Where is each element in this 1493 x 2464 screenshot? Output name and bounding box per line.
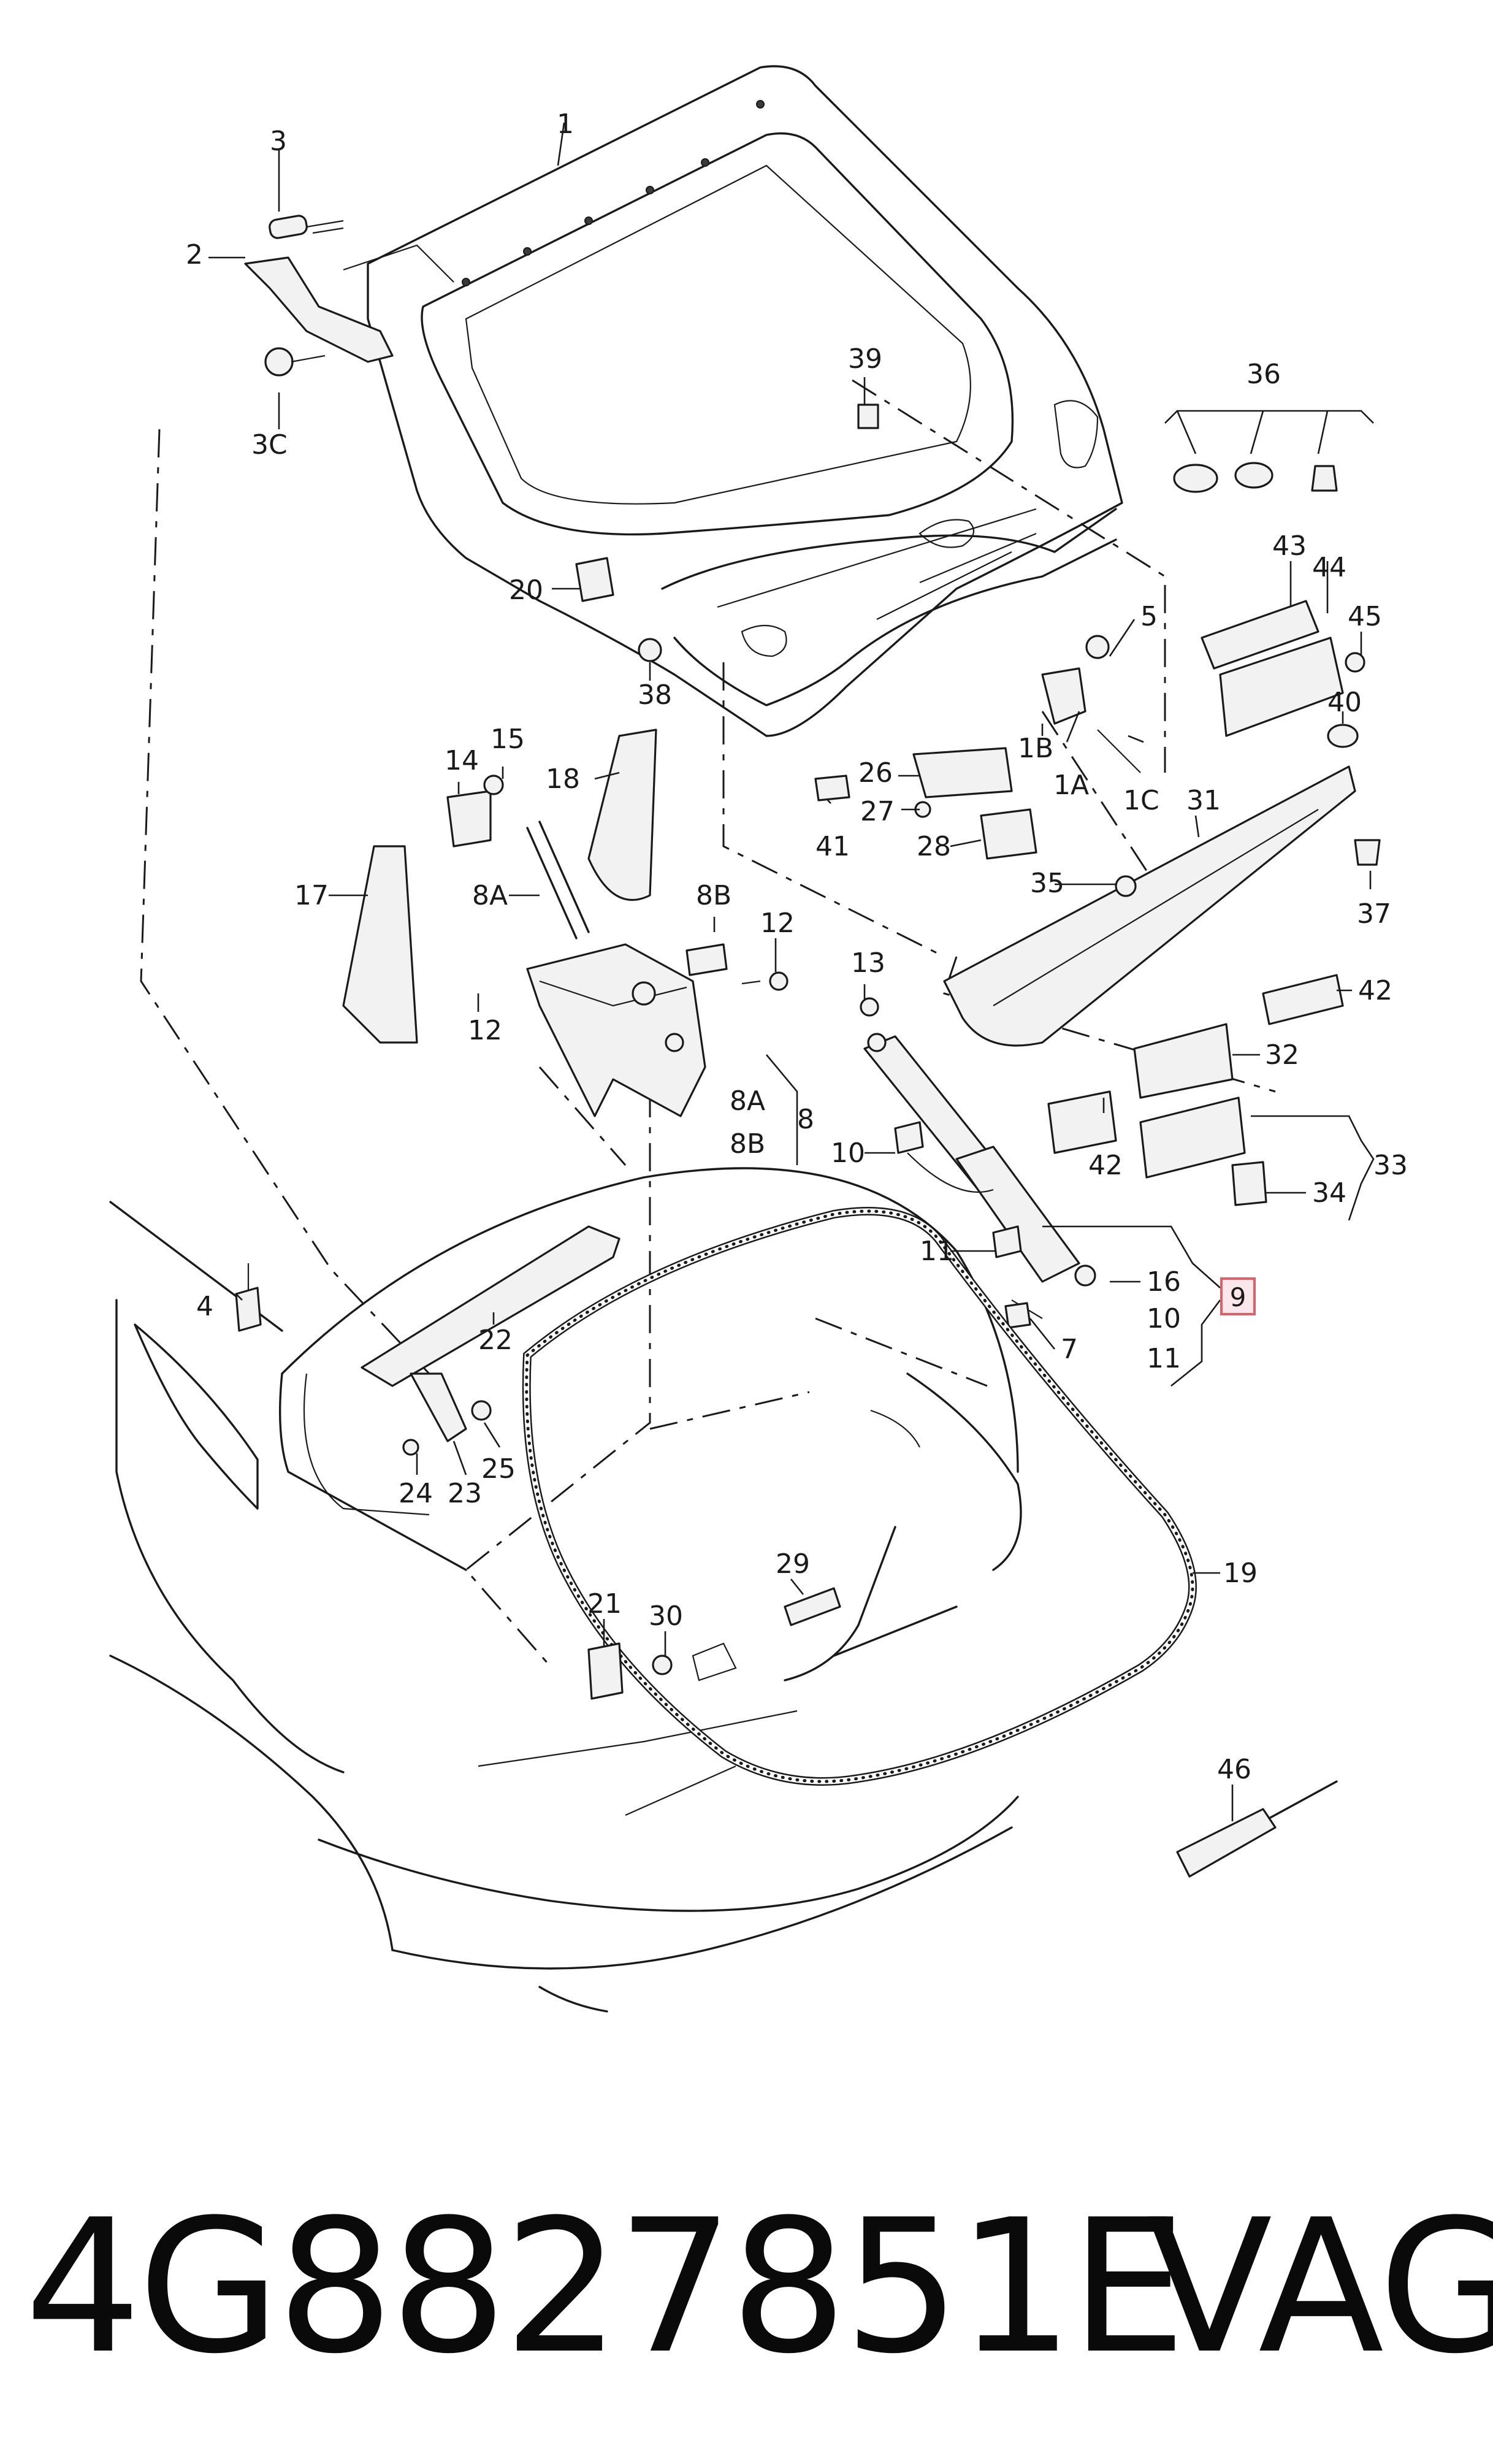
lock-assembly (814, 635, 1141, 860)
callout-44: 44 (1312, 552, 1346, 583)
callout-40: 40 (1327, 687, 1362, 718)
callout-45: 45 (1348, 601, 1382, 632)
callout-38: 38 (638, 679, 672, 711)
stop-buffer-20 (575, 557, 614, 602)
gas-strut-9 (860, 997, 1221, 1387)
part-number-caption: 4G8827851E (25, 2180, 1186, 2394)
callout-1A: 1A (1053, 770, 1089, 801)
switches (1047, 974, 1375, 1221)
callout-18: 18 (546, 763, 580, 795)
callout-11-upper: 11 (920, 1236, 954, 1267)
callout-26: 26 (858, 757, 893, 789)
callout-8B-group: 8B (730, 1128, 765, 1160)
callout-3: 3 (270, 126, 287, 157)
fastener-set-36 (1164, 410, 1374, 493)
callout-5: 5 (1140, 601, 1158, 632)
callout-24: 24 (399, 1478, 433, 1509)
clip-37 (1354, 839, 1381, 866)
callout-leaders (208, 122, 1372, 1656)
tool-46 (1176, 1780, 1338, 1878)
callout-25: 25 (481, 1453, 516, 1485)
callout-29: 29 (776, 1548, 810, 1580)
callout-33: 33 (1373, 1150, 1408, 1181)
callout-8: 8 (797, 1104, 814, 1135)
callout-10-upper: 10 (831, 1138, 865, 1169)
callout-35: 35 (1030, 868, 1064, 899)
fastener-39 (857, 404, 879, 429)
callout-3C: 3C (251, 429, 288, 461)
brand-caption: VAG (1147, 2180, 1493, 2394)
callout-43: 43 (1272, 530, 1307, 562)
callout-28: 28 (917, 831, 951, 862)
callout-1B: 1B (1018, 733, 1053, 764)
car-body (109, 1167, 1022, 2013)
callout-27: 27 (860, 796, 895, 827)
callout-1C: 1C (1123, 785, 1159, 816)
callout-2: 2 (186, 239, 203, 270)
callout-15: 15 (491, 724, 525, 755)
bolt-38 (638, 638, 662, 662)
callout-12-left: 12 (468, 1015, 502, 1046)
callout-labels: 3 2 1 3C 39 36 20 43 44 45 5 38 40 1B 1A… (186, 109, 1408, 1785)
callout-12-right: 12 (760, 908, 795, 939)
callout-8A: 8A (472, 880, 508, 911)
callout-22: 22 (478, 1325, 513, 1356)
callout-13: 13 (851, 947, 885, 979)
assembly-dash-lines (140, 379, 1276, 1669)
callout-42-left: 42 (1088, 1150, 1123, 1181)
callout-4: 4 (196, 1291, 213, 1322)
callout-34: 34 (1312, 1177, 1346, 1209)
striker-parts (587, 1587, 841, 1700)
callout-16: 16 (1147, 1266, 1181, 1298)
callout-8B: 8B (696, 880, 731, 911)
door-seal-19 (522, 1207, 1197, 1786)
plate-housing (1201, 600, 1365, 748)
callout-7: 7 (1061, 1334, 1078, 1365)
callout-39: 39 (848, 343, 882, 375)
callout-19: 19 (1223, 1558, 1258, 1589)
callout-31: 31 (1186, 785, 1221, 816)
tailgate-panel (367, 65, 1123, 737)
hinge-bracket-8 (526, 821, 789, 1117)
callout-17: 17 (294, 880, 329, 911)
callout-20: 20 (509, 575, 543, 606)
bumper-trim-31 (943, 765, 1356, 1047)
callout-30: 30 (649, 1601, 683, 1632)
callout-37: 37 (1357, 898, 1391, 930)
callout-32: 32 (1265, 1039, 1299, 1071)
callout-1: 1 (557, 109, 574, 140)
callout-14: 14 (445, 745, 479, 776)
hinge-left-parts (342, 729, 657, 1044)
nut-35 (1115, 875, 1137, 897)
callout-36: 36 (1247, 359, 1281, 390)
highlighted-callout-9[interactable]: 9 (1220, 1277, 1256, 1315)
callout-8A-group: 8A (730, 1085, 765, 1117)
callout-42-right: 42 (1358, 975, 1392, 1006)
callout-11-lower: 11 (1147, 1343, 1181, 1374)
highlighted-callout-label: 9 (1229, 1282, 1247, 1312)
trim-panel-22 (235, 1225, 620, 1516)
callout-46: 46 (1217, 1754, 1251, 1785)
callout-21: 21 (587, 1588, 622, 1620)
callout-23: 23 (448, 1478, 482, 1509)
hinge-assembly (244, 215, 454, 377)
callout-10-lower: 10 (1147, 1303, 1181, 1334)
callout-41: 41 (815, 831, 850, 862)
